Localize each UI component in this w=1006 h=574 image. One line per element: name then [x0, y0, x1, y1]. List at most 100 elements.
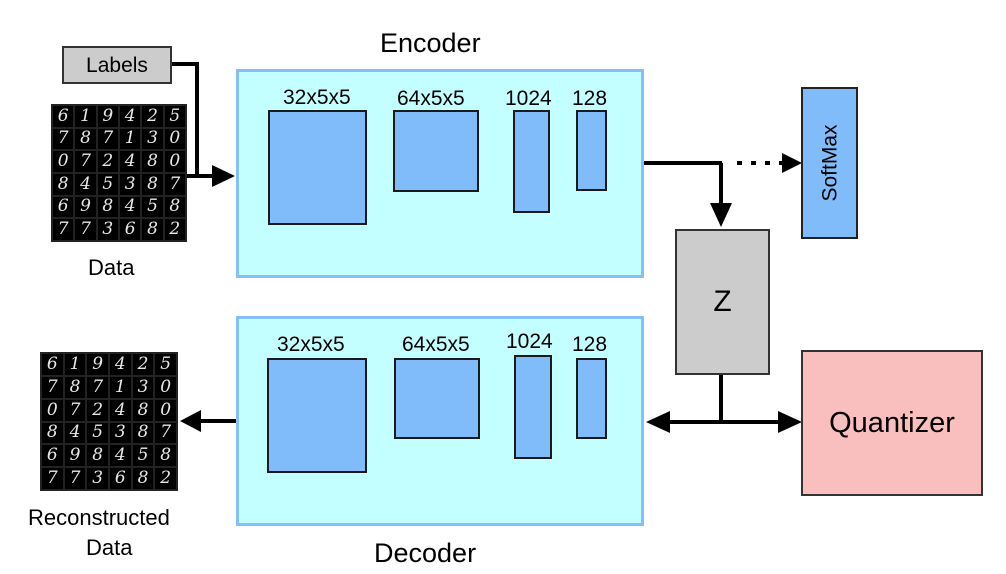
digit-cell: 8 [87, 445, 108, 467]
digit-cell: 5 [164, 106, 185, 127]
digit-cell: 5 [142, 196, 163, 218]
digit-cell: 7 [42, 468, 63, 489]
digit-cell: 9 [75, 196, 96, 218]
digit-cell: 2 [87, 399, 108, 421]
digit-cell: 8 [155, 445, 176, 467]
digit-cell: 3 [132, 376, 154, 398]
digit-cell: 8 [42, 422, 63, 444]
digit-cell: 4 [120, 106, 141, 127]
decoder-layer-3 [514, 355, 552, 459]
softmax-text: SoftMax [818, 124, 841, 202]
digit-cell: 7 [164, 173, 185, 195]
digit-cell: 2 [97, 151, 118, 172]
digit-cell: 8 [132, 399, 154, 421]
encoder-layer-4-label: 128 [572, 87, 608, 110]
digit-cell: 6 [120, 219, 141, 240]
decoder-input-arrowhead [646, 411, 670, 433]
softmax-box: SoftMax [801, 87, 858, 239]
digit-cell: 5 [87, 422, 108, 444]
digit-cell: 8 [75, 128, 96, 150]
encoder-layer-1-label: 32x5x5 [283, 86, 351, 109]
digit-cell: 0 [42, 399, 63, 421]
digit-cell: 8 [164, 196, 185, 218]
digit-cell: 6 [42, 354, 63, 375]
digit-cell: 6 [53, 106, 74, 127]
digit-cell: 8 [53, 173, 74, 195]
digit-cell: 7 [53, 128, 74, 150]
digit-cell: 8 [97, 196, 118, 218]
digit-cell: 8 [132, 468, 154, 489]
digit-cell: 7 [42, 376, 63, 398]
quantizer-arrowhead [778, 411, 802, 433]
digit-cell: 8 [132, 422, 154, 444]
digit-cell: 7 [53, 219, 74, 240]
decoder-layer-4-label: 128 [572, 333, 608, 356]
digit-cell: 3 [97, 219, 118, 240]
digit-cell: 1 [75, 106, 96, 127]
reconstructed-data-caption-line1: Reconstructed [28, 505, 170, 530]
decoder-title: Decoder [374, 538, 477, 568]
decoder-layer-3-label: 1024 [506, 330, 553, 353]
digit-cell: 7 [75, 219, 96, 240]
digit-cell: 4 [120, 151, 141, 172]
quantizer-text: Quantizer [829, 406, 955, 439]
digit-cell: 6 [53, 196, 74, 218]
encoder-title: Encoder [380, 28, 481, 58]
digit-cell: 7 [97, 128, 118, 150]
labels-box: Labels [62, 46, 172, 84]
digit-cell: 5 [132, 445, 154, 467]
digit-cell: 8 [142, 173, 163, 195]
output-arrowhead [180, 410, 201, 432]
digit-cell: 5 [97, 173, 118, 195]
digit-cell: 7 [75, 151, 96, 172]
digit-cell: 1 [120, 128, 141, 150]
latent-z-box: Z [675, 229, 770, 375]
encoder-layer-3 [513, 110, 550, 213]
digit-cell: 0 [164, 151, 185, 172]
encoder-layer-4 [576, 110, 607, 191]
digit-cell: 1 [109, 376, 131, 398]
encoder-layer-2 [393, 110, 479, 192]
encoder-layer-2-label: 64x5x5 [397, 87, 465, 110]
digit-cell: 9 [64, 445, 86, 467]
labels-text: Labels [86, 53, 148, 77]
digit-cell: 1 [64, 354, 86, 375]
digit-cell: 8 [64, 376, 86, 398]
digit-cell: 3 [120, 173, 141, 195]
quantizer-box: Quantizer [801, 350, 983, 496]
digit-cell: 2 [164, 219, 185, 240]
digit-cell: 3 [109, 422, 131, 444]
digit-cell: 0 [164, 128, 185, 150]
encoder-layer-3-label: 1024 [505, 87, 552, 110]
input-data-caption: Data [88, 255, 135, 280]
digit-cell: 6 [42, 445, 63, 467]
digit-cell: 2 [132, 354, 154, 375]
digit-cell: 0 [155, 376, 176, 398]
digit-cell: 8 [142, 151, 163, 172]
latent-z-text: Z [713, 285, 732, 318]
digit-cell: 4 [120, 196, 141, 218]
digit-cell: 4 [109, 399, 131, 421]
softmax-arrowhead [782, 153, 802, 173]
digit-cell: 7 [155, 422, 176, 444]
decoder-layer-4 [576, 358, 607, 439]
digit-cell: 3 [87, 468, 108, 489]
decoder-layer-2-label: 64x5x5 [402, 333, 470, 356]
digit-cell: 9 [97, 106, 118, 127]
decoder-layer-2 [394, 358, 480, 439]
decoder-layer-1 [267, 358, 367, 473]
digit-cell: 0 [53, 151, 74, 172]
digit-cell: 2 [155, 468, 176, 489]
digit-cell: 4 [109, 354, 131, 375]
digit-cell: 4 [75, 173, 96, 195]
digit-cell: 7 [64, 468, 86, 489]
digit-cell: 8 [142, 219, 163, 240]
data-to-encoder-arrowhead [212, 165, 235, 187]
digit-cell: 5 [155, 354, 176, 375]
digit-cell: 7 [64, 399, 86, 421]
decoder-layer-1-label: 32x5x5 [277, 333, 345, 356]
reconstructed-data-caption-line2: Data [86, 535, 133, 560]
